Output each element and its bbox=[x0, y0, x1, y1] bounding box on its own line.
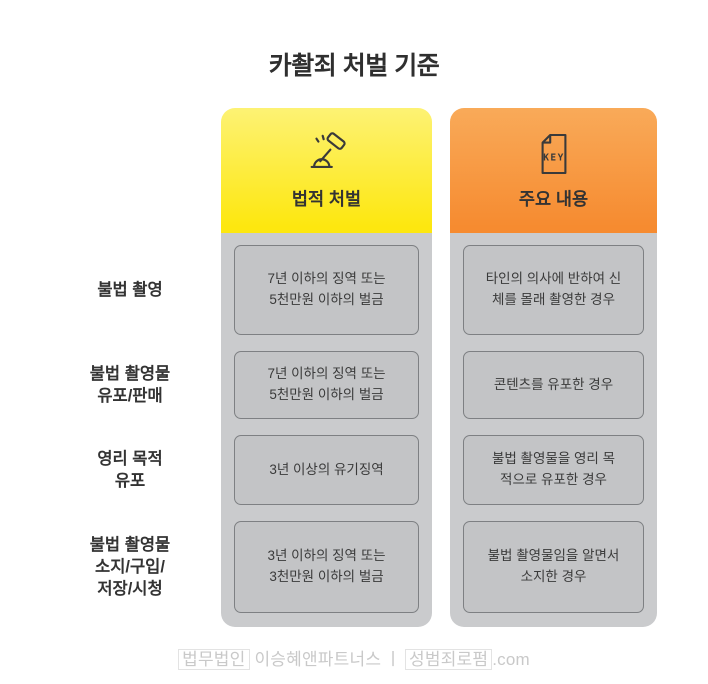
footer-firm-label: 법무법인 bbox=[178, 649, 250, 670]
legal-cell-possession: 3년 이하의 징역 또는 3천만원 이하의 벌금 bbox=[234, 521, 419, 613]
row-label-profit-distribution: 영리 목적 유포 bbox=[97, 450, 163, 490]
legal-column-header: 법적 처벌 bbox=[221, 108, 432, 233]
footer-site-name: 성범죄로펌 bbox=[405, 649, 493, 670]
key-column-body: 타인의 의사에 반하여 신 체를 몰래 촬영한 경우 콘텐츠를 유포한 경우 불… bbox=[450, 233, 657, 627]
legal-column-title: 법적 처벌 bbox=[291, 188, 362, 209]
legal-column-body: 7년 이하의 징역 또는 5천만원 이하의 벌금 7년 이하의 징역 또는 5천… bbox=[221, 233, 432, 627]
row-label-distribution-sale: 불법 촬영물 유포/판매 bbox=[89, 365, 171, 405]
column-legal-punishment: 법적 처벌 7년 이하의 징역 또는 5천만원 이하의 벌금 7년 이하의 징역… bbox=[221, 108, 432, 627]
key-cell-distribution-sale: 콘텐츠를 유포한 경우 bbox=[463, 351, 644, 419]
column-key-contents: KEY 주요 내용 타인의 의사에 반하여 신 체를 몰래 촬영한 경우 콘텐츠… bbox=[450, 108, 657, 627]
key-column-header: KEY 주요 내용 bbox=[450, 108, 657, 233]
key-cell-illegal-filming: 타인의 의사에 반하여 신 체를 몰래 촬영한 경우 bbox=[463, 245, 644, 335]
key-icon-text: KEY bbox=[543, 152, 564, 163]
key-cell-profit-distribution: 불법 촬영물을 영리 목 적으로 유포한 경우 bbox=[463, 435, 644, 505]
row-label-illegal-filming: 불법 촬영 bbox=[97, 281, 163, 299]
footer-separator: ㅣ bbox=[385, 650, 402, 669]
legal-cell-distribution-sale: 7년 이하의 징역 또는 5천만원 이하의 벌금 bbox=[234, 351, 419, 419]
page-title: 카촬죄 처벌 기준 bbox=[268, 52, 440, 80]
key-cell-possession: 불법 촬영물임을 알면서 소지한 경우 bbox=[463, 521, 644, 613]
legal-cell-illegal-filming: 7년 이하의 징역 또는 5천만원 이하의 벌금 bbox=[234, 245, 419, 335]
key-column-title: 주요 내용 bbox=[518, 188, 589, 209]
document-key-icon: KEY bbox=[535, 131, 573, 177]
row-label-possession: 불법 촬영물 소지/구입/ 저장/시청 bbox=[89, 536, 171, 598]
legal-cell-profit-distribution: 3년 이상의 유기징역 bbox=[234, 435, 419, 505]
gavel-icon bbox=[305, 131, 349, 177]
footer-firm-name: 이승혜앤파트너스 bbox=[254, 650, 382, 669]
footer-site-suffix: .com bbox=[492, 650, 530, 669]
